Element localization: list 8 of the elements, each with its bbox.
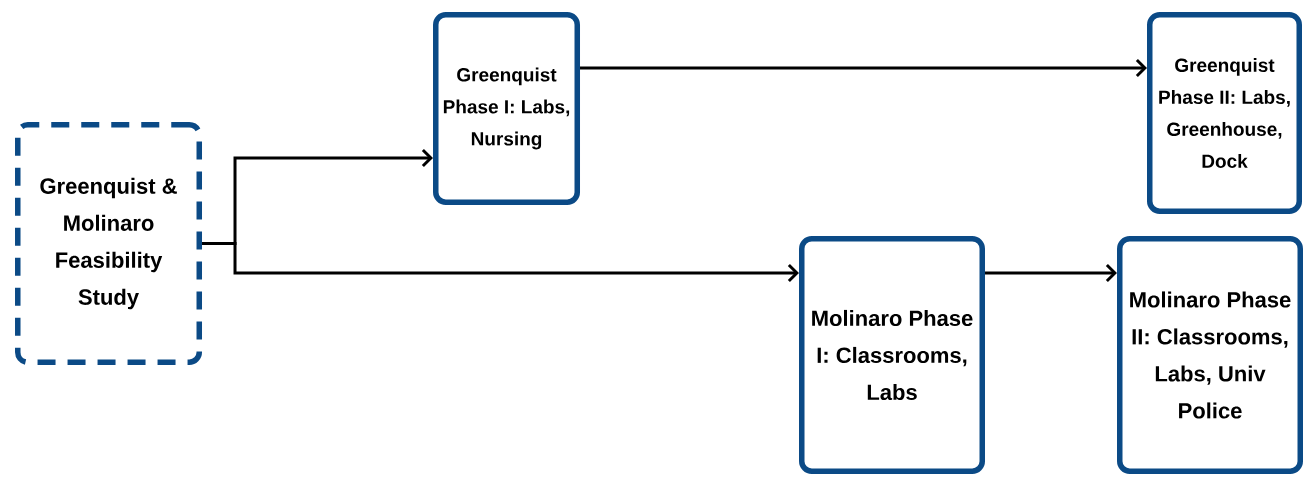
process-box: Molinaro Phase I: Classrooms, Labs bbox=[799, 236, 985, 474]
process-box: Molinaro Phase II: Classrooms, Labs, Univ Police bbox=[1117, 236, 1303, 474]
arrow bbox=[202, 242, 799, 283]
arrow bbox=[985, 263, 1117, 283]
process-box: Greenquist & Molinaro Feasibility Study bbox=[15, 122, 202, 365]
process-box: Greenquist Phase I: Labs, Nursing bbox=[433, 12, 580, 205]
arrow bbox=[580, 58, 1147, 78]
process-box: Greenquist Phase II: Labs, Greenhouse, Dock bbox=[1147, 12, 1302, 214]
